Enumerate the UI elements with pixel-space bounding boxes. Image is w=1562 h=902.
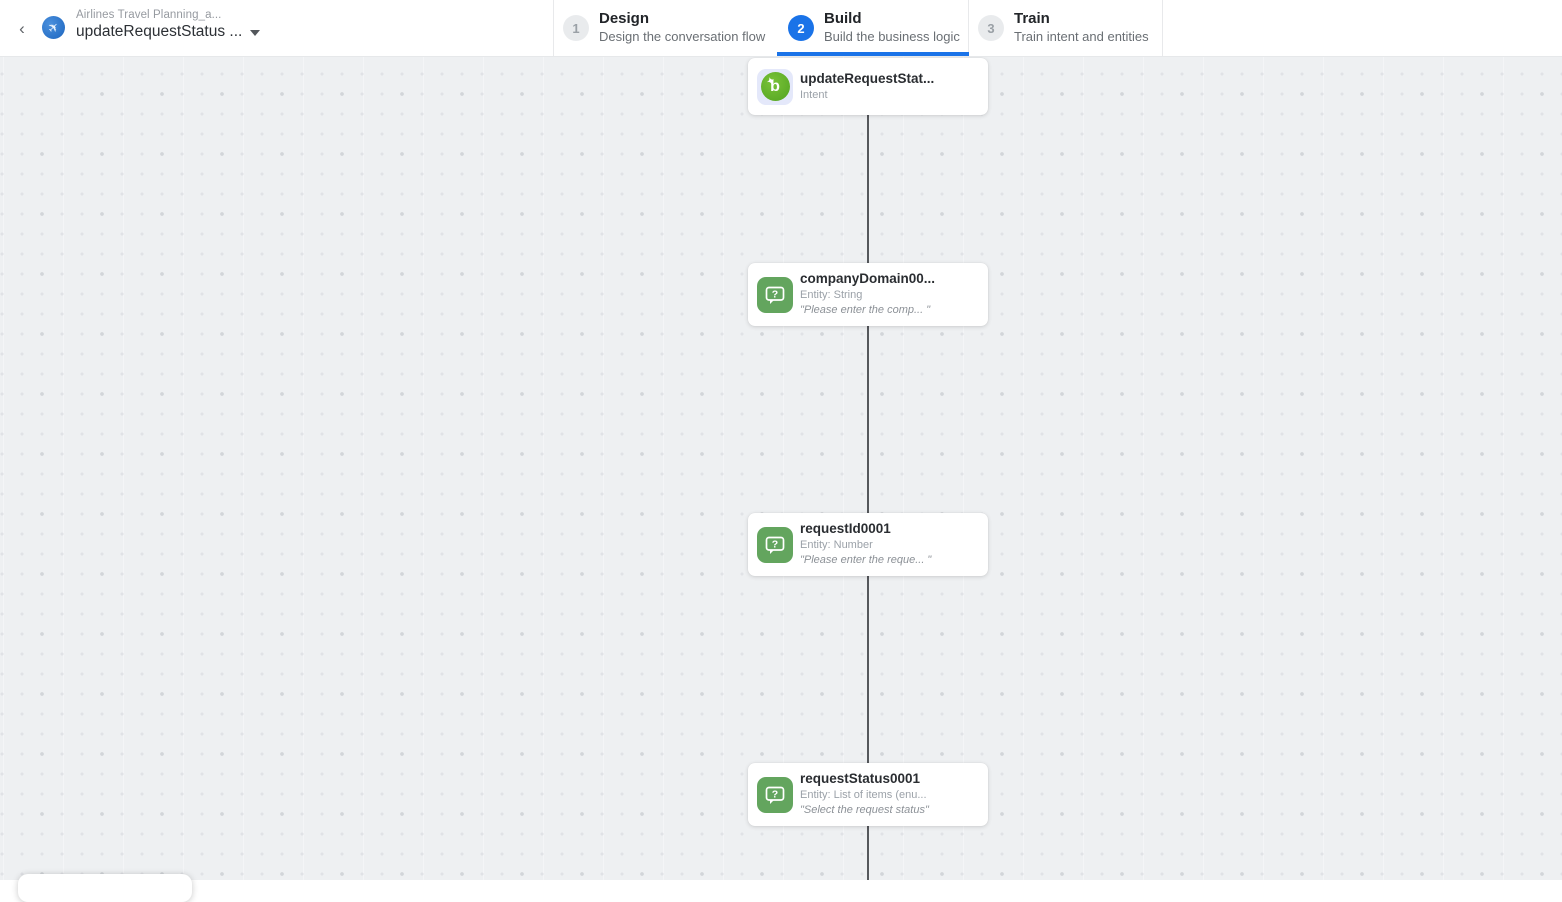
flow-canvas[interactable]: ✦b updateRequestStat... Intent ? company… <box>0 56 1562 902</box>
node-title: updateRequestStat... <box>800 70 935 86</box>
intent-bot-icon: ✦b <box>757 68 793 105</box>
tab-label: Train <box>1014 10 1050 28</box>
top-header: ‹ ✈ Airlines Travel Planning_a... update… <box>0 0 1562 57</box>
canvas-toolbar[interactable] <box>18 874 192 902</box>
chat-bubble-question-icon: ? <box>757 526 793 563</box>
tab-label: Design <box>599 10 650 28</box>
flow-node-intent[interactable]: ✦b updateRequestStat... Intent <box>748 58 988 115</box>
tab-design[interactable]: 1 Design Design the conversation flow <box>563 0 777 56</box>
active-tab-indicator <box>777 52 969 56</box>
tab-label: Build <box>824 10 862 28</box>
svg-text:?: ? <box>772 538 778 550</box>
node-subtitle: Entity: Number <box>800 538 873 551</box>
project-name: Airlines Travel Planning_a... <box>76 9 222 21</box>
node-prompt: "Select the request status" <box>800 803 929 816</box>
flow-node-entity[interactable]: ? requestId0001 Entity: Number "Please e… <box>748 513 988 576</box>
step-number-badge: 1 <box>563 15 589 41</box>
airplane-icon: ✈ <box>44 18 63 37</box>
tab-description: Train intent and entities <box>1014 28 1149 44</box>
flow-node-entity[interactable]: ? companyDomain00... Entity: String "Ple… <box>748 263 988 326</box>
step-number-badge: 2 <box>788 15 814 41</box>
tab-divider <box>968 0 969 56</box>
tab-description: Build the business logic <box>824 28 960 44</box>
back-button[interactable]: ‹ <box>10 16 34 40</box>
node-title: companyDomain00... <box>800 270 936 286</box>
skill-name: updateRequestStatus ... <box>76 23 243 40</box>
step-number-badge: 3 <box>978 15 1004 41</box>
connector-line <box>862 576 874 776</box>
node-prompt: "Please enter the comp... " <box>800 303 931 316</box>
node-title: requestId0001 <box>800 520 891 536</box>
svg-text:?: ? <box>772 288 778 300</box>
node-subtitle: Entity: String <box>800 288 863 301</box>
tab-divider <box>553 0 554 56</box>
connector-line <box>862 326 874 526</box>
tab-divider <box>1162 0 1163 56</box>
connector-line <box>862 826 874 880</box>
app-logo: ✈ <box>42 16 65 39</box>
node-subtitle: Intent <box>800 88 828 101</box>
chevron-left-icon: ‹ <box>19 18 25 38</box>
node-prompt: "Please enter the reque... " <box>800 553 932 566</box>
tab-build[interactable]: 2 Build Build the business logic <box>788 0 968 56</box>
flow-node-entity[interactable]: ? requestStatus0001 Entity: List of item… <box>748 763 988 826</box>
chevron-down-icon <box>250 30 261 36</box>
skill-title-dropdown[interactable]: Airlines Travel Planning_a... updateRequ… <box>76 9 261 41</box>
chat-bubble-question-icon: ? <box>757 276 793 313</box>
svg-text:?: ? <box>772 788 778 800</box>
tab-train[interactable]: 3 Train Train intent and entities <box>978 0 1162 56</box>
tab-description: Design the conversation flow <box>599 28 766 44</box>
node-title: requestStatus0001 <box>800 770 921 786</box>
chat-bubble-question-icon: ? <box>757 776 793 813</box>
node-subtitle: Entity: List of items (enu... <box>800 788 927 801</box>
